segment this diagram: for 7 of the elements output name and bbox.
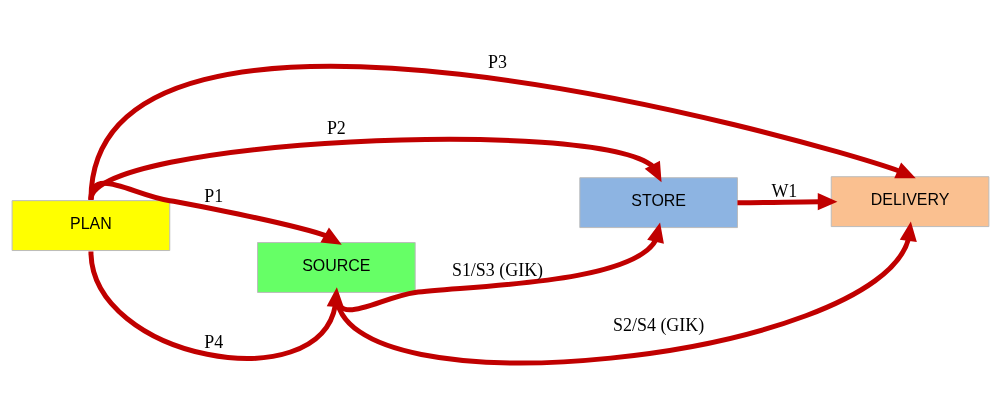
edge-label: P1 bbox=[204, 185, 224, 206]
edge-label: W1 bbox=[771, 180, 798, 201]
edge-label: P2 bbox=[326, 117, 346, 138]
edge-label: P4 bbox=[204, 331, 224, 352]
edge-label: P3 bbox=[488, 51, 507, 72]
edge-label: S2/S4 (GIK) bbox=[613, 314, 705, 335]
edge-label: S1/S3 (GIK) bbox=[451, 259, 544, 280]
